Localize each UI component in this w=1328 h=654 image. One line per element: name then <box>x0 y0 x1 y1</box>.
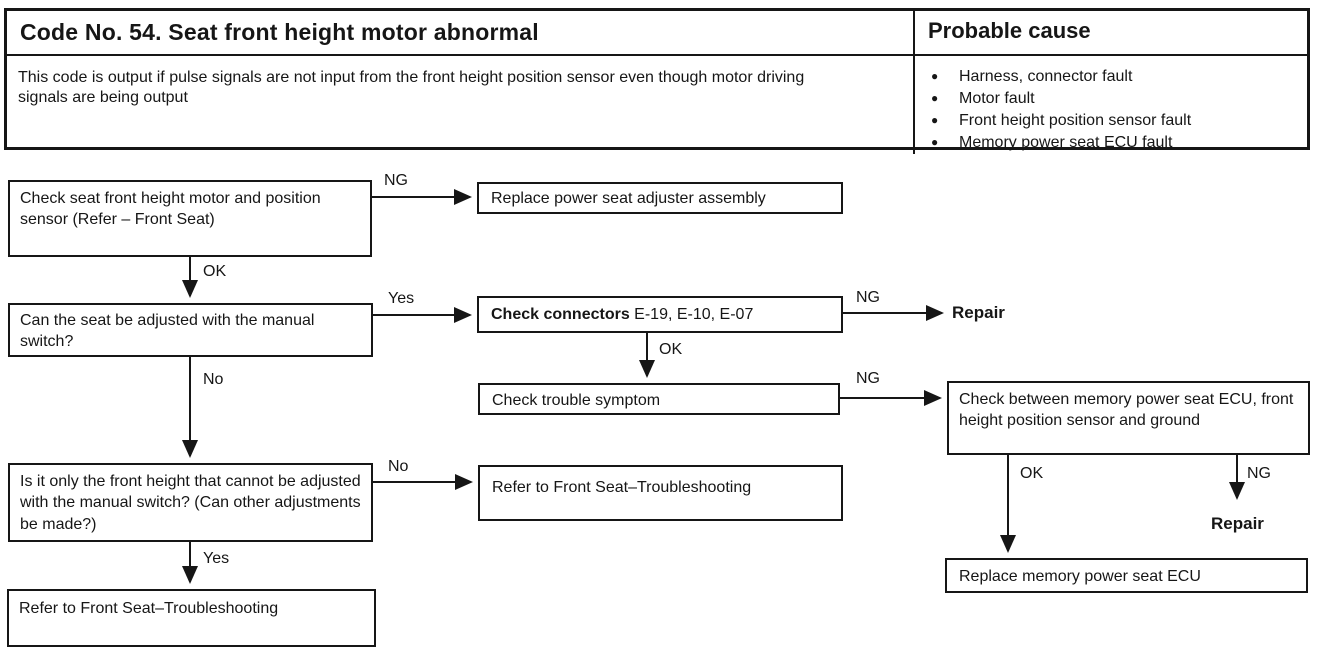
probable-cause-list: Harness, connector fault Motor fault Fro… <box>915 56 1307 154</box>
list-item: Front height position sensor fault <box>931 110 1307 132</box>
step-refer-front-seat-bottom: Refer to Front Seat–Troubleshooting <box>7 589 376 647</box>
bullet-icon <box>931 110 959 132</box>
branch-label-yes: Yes <box>203 550 230 567</box>
list-item: Memory power seat ECU fault <box>931 132 1307 154</box>
step-manual-switch-question: Can the seat be adjusted with the manual… <box>8 303 373 357</box>
branch-label-no: No <box>388 458 409 475</box>
code-title: Code No. 54. Seat front height motor abn… <box>7 11 915 56</box>
bullet-icon <box>931 132 959 154</box>
step-replace-memory-ecu: Replace memory power seat ECU <box>945 558 1308 593</box>
branch-label-no: No <box>203 371 224 388</box>
terminal-repair: Repair <box>952 303 1005 322</box>
probable-cause-title: Probable cause <box>915 11 1307 56</box>
cause-text: Front height position sensor fault <box>959 112 1192 130</box>
branch-label-ok: OK <box>1020 465 1044 482</box>
cause-text: Harness, connector fault <box>959 68 1133 85</box>
cause-text: Memory power seat ECU fault <box>959 134 1173 152</box>
step-check-connectors: Check connectors E-19, E-10, E-07 <box>477 296 843 333</box>
cause-text: Motor fault <box>959 90 1035 108</box>
code-description-cell: This code is output if pulse signals are… <box>7 56 915 155</box>
branch-label-ok: OK <box>659 341 683 358</box>
bullet-icon <box>931 66 959 88</box>
check-connectors-label: Check connectors <box>491 306 630 323</box>
branch-label-yes: Yes <box>388 290 415 307</box>
list-item: Motor fault <box>931 88 1307 110</box>
branch-label-ok: OK <box>203 263 227 280</box>
check-connectors-ids: E-19, E-10, E-07 <box>629 306 754 323</box>
branch-label-ng: NG <box>856 370 880 387</box>
step-refer-front-seat-mid: Refer to Front Seat–Troubleshooting <box>478 465 843 521</box>
step-front-height-only-question: Is it only the front height that cannot … <box>8 463 373 542</box>
code-info-table: Code No. 54. Seat front height motor abn… <box>4 8 1310 155</box>
branch-label-ng: NG <box>1247 465 1271 482</box>
list-item: Harness, connector fault <box>931 66 1307 88</box>
step-replace-adjuster: Replace power seat adjuster assembly <box>477 182 843 214</box>
branch-label-ng: NG <box>856 289 880 306</box>
step-check-motor-sensor: Check seat front height motor and positi… <box>8 180 372 257</box>
step-check-between-ecu: Check between memory power seat ECU, fro… <box>947 381 1310 455</box>
terminal-repair: Repair <box>1211 514 1264 533</box>
step-check-trouble-symptom: Check trouble symptom <box>478 383 840 415</box>
bullet-icon <box>931 88 959 110</box>
code-description: This code is output if pulse signals are… <box>18 69 805 107</box>
branch-label-ng: NG <box>384 172 408 189</box>
